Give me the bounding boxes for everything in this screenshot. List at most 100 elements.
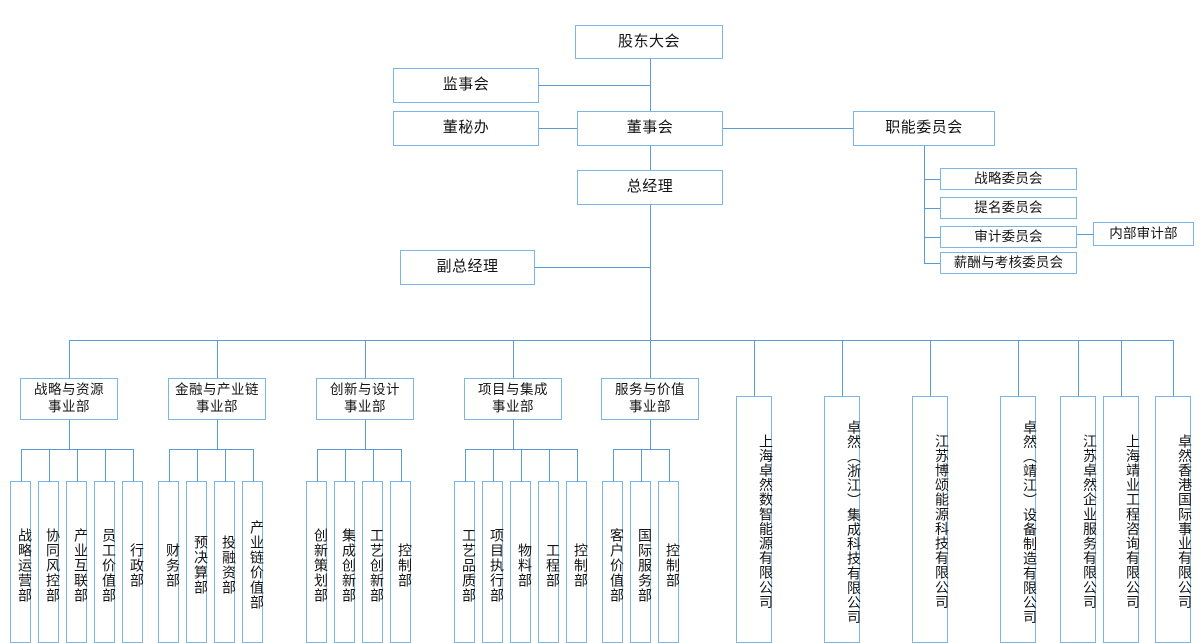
line-dept-stub-3-4 — [400, 449, 402, 481]
line-bus-to-division-3 — [365, 340, 367, 378]
line-dept-stub-5-1 — [612, 449, 614, 481]
node-division-1[interactable]: 战略与资源 事业部 — [20, 378, 118, 420]
line-bus-to-division-5 — [650, 340, 652, 378]
line-division-5-drop — [650, 420, 652, 449]
line-supervisory-to-spine — [539, 85, 650, 87]
node-department-3-3[interactable]: 工艺创新部 — [362, 481, 383, 643]
node-committee-2[interactable]: 提名委员会 — [940, 197, 1077, 219]
node-department-1-4[interactable]: 员工价值部 — [94, 481, 115, 643]
line-gm-to-bus — [650, 205, 652, 340]
node-department-4-3[interactable]: 物料部 — [510, 481, 531, 643]
node-general-manager[interactable]: 总经理 — [577, 170, 723, 205]
line-bus-to-division-2 — [217, 340, 219, 378]
line-dept-stub-1-1 — [20, 449, 22, 481]
line-division-3-bus — [316, 449, 401, 451]
line-division-2-bus — [168, 449, 253, 451]
line-bus-to-subsidiary-5 — [1078, 340, 1080, 396]
line-board-to-committee — [723, 128, 853, 130]
node-shareholders-meeting[interactable]: 股东大会 — [575, 25, 723, 59]
node-subsidiary-3[interactable]: 江苏博颂能源科技有限公司 — [912, 396, 948, 643]
node-department-3-1[interactable]: 创新策划部 — [306, 481, 327, 643]
line-committee-stub-3 — [924, 237, 940, 239]
node-board-of-directors[interactable]: 董事会 — [577, 111, 723, 146]
node-department-3-4[interactable]: 控制部 — [390, 481, 411, 643]
node-department-4-4[interactable]: 工程部 — [538, 481, 559, 643]
line-dept-stub-3-1 — [316, 449, 318, 481]
line-dept-stub-3-2 — [344, 449, 346, 481]
line-dept-stub-2-4 — [252, 449, 254, 481]
line-dept-stub-1-3 — [76, 449, 78, 481]
line-dept-stub-4-5 — [576, 449, 578, 481]
node-department-1-5[interactable]: 行政部 — [122, 481, 143, 643]
line-bus-to-subsidiary-6 — [1121, 340, 1123, 396]
line-division-2-drop — [217, 420, 219, 449]
main-connector-bus — [69, 340, 1173, 342]
node-committee-3[interactable]: 审计委员会 — [940, 226, 1077, 248]
node-department-1-3[interactable]: 产业互联部 — [66, 481, 87, 643]
line-dept-stub-2-1 — [168, 449, 170, 481]
node-subsidiary-5[interactable]: 江苏卓然企业服务有限公司 — [1060, 396, 1096, 643]
line-dept-stub-1-4 — [104, 449, 106, 481]
node-division-3[interactable]: 创新与设计 事业部 — [316, 378, 414, 420]
node-department-4-2[interactable]: 项目执行部 — [482, 481, 503, 643]
line-dept-stub-4-4 — [548, 449, 550, 481]
node-functional-committee[interactable]: 职能委员会 — [853, 111, 995, 146]
line-bus-to-division-4 — [513, 340, 515, 378]
line-shareholders-to-board — [650, 59, 652, 111]
node-department-3-2[interactable]: 集成创新部 — [334, 481, 355, 643]
node-department-1-2[interactable]: 协同风控部 — [38, 481, 59, 643]
line-committee-bus — [924, 146, 926, 263]
node-department-5-2[interactable]: 国际服务部 — [630, 481, 651, 643]
line-dept-stub-4-2 — [492, 449, 494, 481]
node-department-4-1[interactable]: 工艺品质部 — [454, 481, 475, 643]
node-department-5-3[interactable]: 控制部 — [658, 481, 679, 643]
node-department-5-1[interactable]: 客户价值部 — [602, 481, 623, 643]
node-department-2-3[interactable]: 投融资部 — [214, 481, 235, 643]
line-bus-to-division-1 — [69, 340, 71, 378]
node-department-2-2[interactable]: 预决算部 — [186, 481, 207, 643]
node-board-secretary-office[interactable]: 董秘办 — [393, 111, 539, 146]
node-division-2[interactable]: 金融与产业链 事业部 — [168, 378, 266, 420]
node-committee-1[interactable]: 战略委员会 — [940, 168, 1077, 190]
line-division-1-drop — [69, 420, 71, 449]
line-dept-stub-4-3 — [520, 449, 522, 481]
node-subsidiary-2[interactable]: 卓然（浙江）集成科技有限公司 — [824, 396, 860, 643]
line-dept-stub-2-3 — [224, 449, 226, 481]
node-department-2-4[interactable]: 产业链价值部 — [242, 481, 263, 643]
node-division-5[interactable]: 服务与价值 事业部 — [601, 378, 699, 420]
line-division-3-drop — [365, 420, 367, 449]
node-department-2-1[interactable]: 财务部 — [158, 481, 179, 643]
line-committee-stub-2 — [924, 208, 940, 210]
node-subsidiary-1[interactable]: 上海卓然数智能源有限公司 — [736, 396, 772, 643]
node-division-4[interactable]: 项目与集成 事业部 — [464, 378, 562, 420]
line-audit-committee-to-internal-audit — [1077, 234, 1093, 236]
line-bus-to-subsidiary-4 — [1018, 340, 1020, 396]
line-bus-to-subsidiary-1 — [754, 340, 756, 396]
node-internal-audit[interactable]: 内部审计部 — [1093, 222, 1194, 246]
node-subsidiary-7[interactable]: 卓然香港国际事业有限公司 — [1155, 396, 1191, 643]
line-deputy-to-spine — [535, 267, 650, 269]
line-secretary-to-board — [539, 128, 577, 130]
line-division-4-drop — [513, 420, 515, 449]
line-fc-to-committees — [924, 146, 926, 179]
line-dept-stub-5-2 — [640, 449, 642, 481]
line-dept-stub-1-5 — [132, 449, 134, 481]
node-department-1-1[interactable]: 战略运营部 — [10, 481, 31, 643]
line-bus-to-subsidiary-2 — [842, 340, 844, 396]
node-department-4-5[interactable]: 控制部 — [566, 481, 587, 643]
line-committee-stub-4 — [924, 263, 940, 265]
line-dept-stub-2-2 — [196, 449, 198, 481]
line-dept-stub-4-1 — [464, 449, 466, 481]
node-subsidiary-6[interactable]: 上海靖业工程咨询有限公司 — [1103, 396, 1139, 643]
line-dept-stub-3-3 — [372, 449, 374, 481]
node-committee-4[interactable]: 薪酬与考核委员会 — [940, 252, 1077, 274]
line-bus-to-subsidiary-3 — [930, 340, 932, 396]
node-subsidiary-4[interactable]: 卓然（靖江）设备制造有限公司 — [1000, 396, 1036, 643]
line-board-to-gm — [650, 146, 652, 170]
line-committee-stub-1 — [924, 179, 940, 181]
node-supervisory-board[interactable]: 监事会 — [393, 68, 539, 103]
line-bus-to-subsidiary-7 — [1173, 340, 1175, 396]
line-dept-stub-1-2 — [48, 449, 50, 481]
node-deputy-general-manager[interactable]: 副总经理 — [400, 250, 535, 285]
